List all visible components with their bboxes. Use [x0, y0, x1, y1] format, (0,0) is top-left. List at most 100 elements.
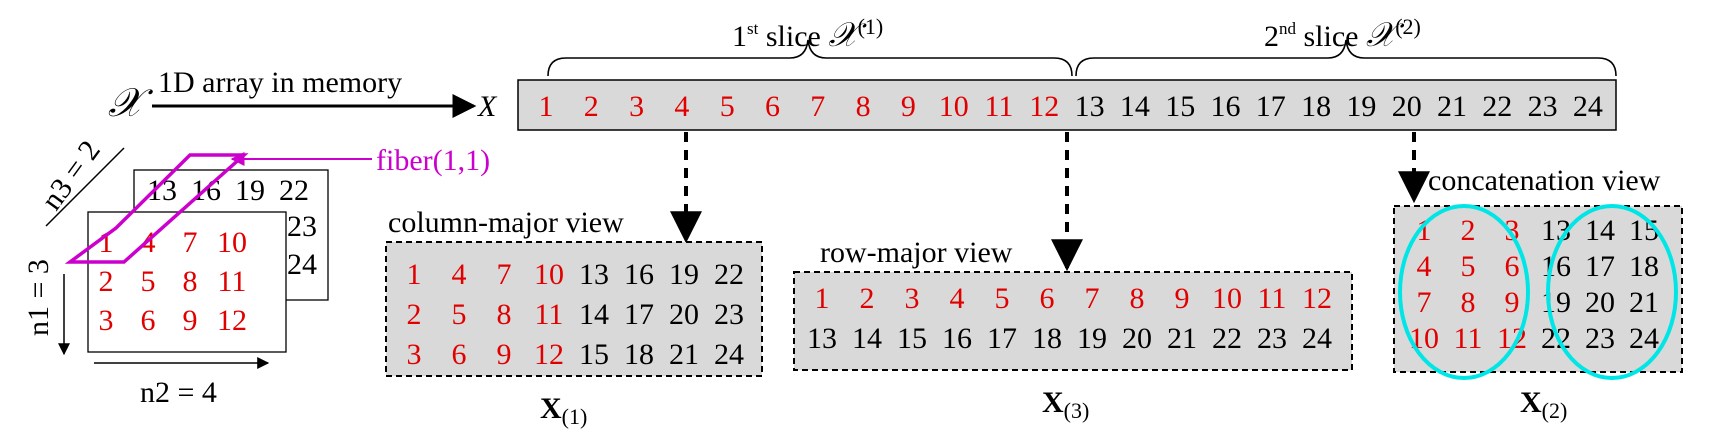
array-symbol: X — [477, 90, 498, 123]
array-cell: 17 — [1256, 90, 1286, 123]
slice1-brace — [547, 39, 1073, 77]
column-major-cell: 3 — [407, 338, 422, 371]
row-major-cell: 1 — [815, 282, 830, 315]
row-major-cell: 14 — [852, 322, 882, 355]
array-cell: 11 — [985, 90, 1014, 123]
row-major-cell: 10 — [1212, 282, 1242, 315]
column-major-cell: 13 — [579, 258, 609, 291]
column-major-cell: 24 — [714, 338, 744, 371]
cube-front-cell: 10 — [217, 226, 247, 259]
array-cell: 14 — [1120, 90, 1150, 123]
concatenation-cell: 23 — [1585, 322, 1615, 355]
concatenation-title: concatenation view — [1428, 164, 1661, 197]
concatenation-cell: 14 — [1585, 214, 1615, 247]
row-major-cell: 24 — [1302, 322, 1332, 355]
slice2-brace — [1075, 39, 1617, 77]
concatenation-cell: 21 — [1629, 286, 1659, 319]
row-major-box — [793, 271, 1353, 371]
concatenation-cell: 11 — [1454, 322, 1483, 355]
row-major-cell: 17 — [987, 322, 1017, 355]
array-cell: 6 — [765, 90, 780, 123]
concatenation-cell: 2 — [1461, 214, 1476, 247]
array-cell: 10 — [939, 90, 969, 123]
array-cell: 7 — [810, 90, 825, 123]
array-cell: 15 — [1165, 90, 1195, 123]
row-major-cell: 5 — [995, 282, 1010, 315]
column-major-cell: 11 — [535, 298, 564, 331]
row-major-cell: 12 — [1302, 282, 1332, 315]
concatenation-cell: 18 — [1629, 250, 1659, 283]
cube-front-cell: 7 — [183, 226, 198, 259]
row-major-cell: 19 — [1077, 322, 1107, 355]
row-major-cell: 23 — [1257, 322, 1287, 355]
row-major-cell: 15 — [897, 322, 927, 355]
column-major-cell: 15 — [579, 338, 609, 371]
cube-back-cell: 24 — [287, 248, 317, 281]
n1-label: n1 = 3 — [22, 259, 55, 336]
column-major-cell: 14 — [579, 298, 609, 331]
row-major-cell: 2 — [860, 282, 875, 315]
row-major-cell: 9 — [1175, 282, 1190, 315]
concatenation-box — [1393, 205, 1683, 373]
concat-slice1-ellipse — [1398, 204, 1530, 380]
cube-front-cell: 8 — [183, 265, 198, 298]
concatenation-cell: 6 — [1505, 250, 1520, 283]
concatenation-cell: 24 — [1629, 322, 1659, 355]
concatenation-cell: 4 — [1417, 250, 1432, 283]
row-major-cell: 18 — [1032, 322, 1062, 355]
cube-front-cell: 11 — [218, 265, 247, 298]
column-major-cell: 4 — [452, 258, 467, 291]
array-cell: 19 — [1346, 90, 1376, 123]
column-major-cell: 20 — [669, 298, 699, 331]
column-major-box — [385, 241, 763, 377]
column-major-cell: 22 — [714, 258, 744, 291]
column-major-cell: 10 — [534, 258, 564, 291]
column-major-cell: 17 — [624, 298, 654, 331]
row-major-cell: 22 — [1212, 322, 1242, 355]
array-cell: 4 — [674, 90, 689, 123]
array-cell: 2 — [584, 90, 599, 123]
row-major-cell: 21 — [1167, 322, 1197, 355]
cube-front-cell: 5 — [141, 265, 156, 298]
cube-back-cell: 22 — [279, 174, 309, 207]
column-major-cell: 19 — [669, 258, 699, 291]
column-major-cell: 23 — [714, 298, 744, 331]
row-major-cell: 16 — [942, 322, 972, 355]
array-cell: 18 — [1301, 90, 1331, 123]
column-major-cell: 8 — [497, 298, 512, 331]
array-cell: 8 — [856, 90, 871, 123]
row-major-cell: 20 — [1122, 322, 1152, 355]
array-cell: 12 — [1029, 90, 1059, 123]
row-major-cell: 13 — [807, 322, 837, 355]
column-major-cell: 12 — [534, 338, 564, 371]
column-major-cell: 9 — [497, 338, 512, 371]
column-major-title: column-major view — [388, 206, 624, 239]
cube-front-cell: 2 — [99, 265, 114, 298]
array-cell: 1 — [539, 90, 554, 123]
row-major-cell: 4 — [950, 282, 965, 315]
cube-front-cell: 9 — [183, 304, 198, 337]
column-major-cell: 16 — [624, 258, 654, 291]
column-major-label: X(1) — [540, 392, 587, 429]
fiber-label: fiber(1,1) — [376, 144, 490, 177]
cube-front-cell: 6 — [141, 304, 156, 337]
memory-array-box — [517, 79, 1617, 131]
concatenation-label: X(2) — [1520, 386, 1567, 423]
array-cell: 13 — [1075, 90, 1105, 123]
array-cell: 3 — [629, 90, 644, 123]
cube-back-cell: 13 — [147, 174, 177, 207]
array-cell: 9 — [901, 90, 916, 123]
concat-slice2-ellipse — [1546, 204, 1678, 380]
row-major-title: row-major view — [820, 236, 1013, 269]
concatenation-cell: 5 — [1461, 250, 1476, 283]
row-major-cell: 6 — [1040, 282, 1055, 315]
concatenation-cell: 20 — [1585, 286, 1615, 319]
fiber-outline — [64, 153, 249, 264]
row-major-cell: 7 — [1085, 282, 1100, 315]
